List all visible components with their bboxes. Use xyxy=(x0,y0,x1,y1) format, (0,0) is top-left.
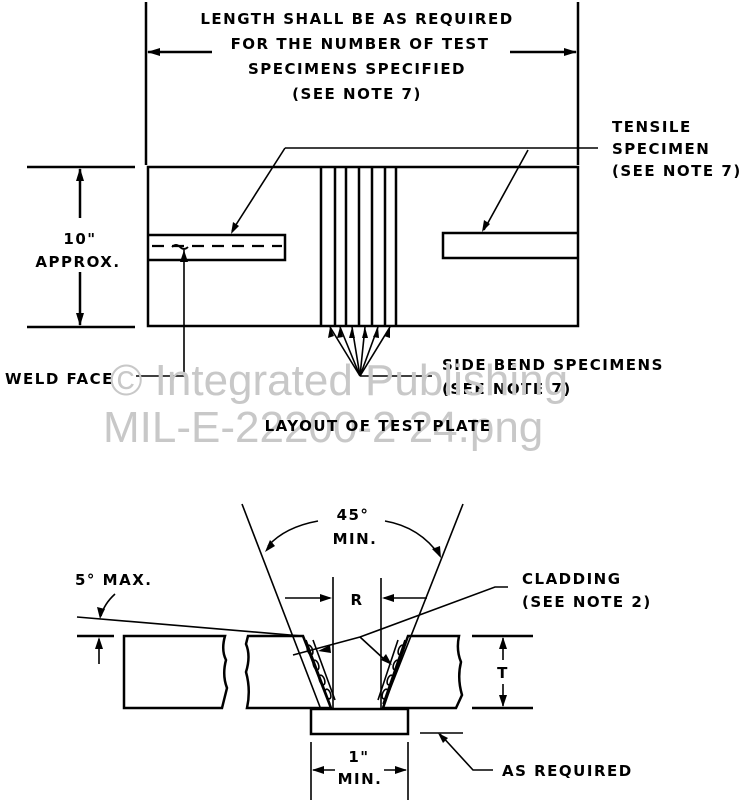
thickness-small-arrow xyxy=(95,637,103,649)
root-arrow-right xyxy=(382,594,394,602)
length-note-line-2: FOR THE NUMBER OF TEST xyxy=(231,35,490,53)
tensile-specimen-right xyxy=(441,231,577,260)
weld-face-label: WELD FACE xyxy=(5,370,114,388)
arrowhead-up xyxy=(76,168,84,181)
angle-arc-left xyxy=(267,520,319,547)
tensile-leader-left xyxy=(231,147,286,232)
side-bend-strips xyxy=(319,168,398,326)
angle-arrow-right xyxy=(432,546,441,558)
as-required-label: AS REQUIRED xyxy=(502,762,633,780)
max-angle-arrow xyxy=(97,607,105,619)
length-note-line-4: (SEE NOTE 7) xyxy=(292,85,422,103)
left-plate-piece-1 xyxy=(122,634,229,710)
tensile-leader-right xyxy=(483,149,529,231)
backing-arrow-right xyxy=(395,766,407,774)
cladding-arrow-left xyxy=(318,645,331,653)
backing-arrow-left xyxy=(312,766,324,774)
thickness-label: T xyxy=(497,664,509,682)
backing-width-label: 1" xyxy=(348,748,369,766)
max-angle-line xyxy=(76,616,303,637)
length-note-line-1: LENGTH SHALL BE AS REQUIRED xyxy=(200,10,513,28)
arrowhead-right xyxy=(564,48,577,56)
arrowhead-left xyxy=(147,48,160,56)
angle-arrow-left xyxy=(265,540,275,552)
cladding-leader-branch xyxy=(359,636,386,661)
weld-face-leader xyxy=(136,250,185,377)
side-bend-leaders xyxy=(328,326,432,377)
tensile-label-3: (SEE NOTE 7) xyxy=(612,162,742,180)
angle-arc-right xyxy=(384,520,441,557)
watermark-line-1: © Integrated Publishing xyxy=(110,356,568,405)
backing-bar xyxy=(309,707,410,736)
root-label: R xyxy=(350,591,363,609)
tensile-label-2: SPECIMEN xyxy=(612,140,710,158)
as-required-arrow xyxy=(438,733,448,743)
angle-label: 45° xyxy=(337,506,370,524)
max-angle-label: 5° MAX. xyxy=(75,571,152,589)
watermark-line-2: MIL-E-22200-2 24.png xyxy=(103,403,543,452)
tensile-arrow-left xyxy=(231,222,239,234)
left-plate-piece-2 xyxy=(244,634,333,710)
length-note-line-3: SPECIMENS SPECIFIED xyxy=(248,60,466,78)
height-approx-label: APPROX. xyxy=(35,253,120,271)
tensile-label-1: TENSILE xyxy=(612,118,692,136)
tensile-specimen-left xyxy=(149,233,287,262)
groove-line-left xyxy=(241,503,321,708)
test-plate-outline xyxy=(146,165,580,328)
arrowhead-down xyxy=(76,313,84,326)
root-arrow-left xyxy=(320,594,332,602)
cladding-leader xyxy=(292,586,508,656)
side-bend-note: (SEE NOTE 7) xyxy=(442,380,572,398)
right-plate xyxy=(381,634,464,710)
thickness-arrow-down xyxy=(499,695,507,707)
weld-symbol-icon xyxy=(171,244,189,250)
angle-min-label: MIN. xyxy=(333,530,378,548)
cladding-arrow-right xyxy=(381,654,392,665)
weld-face-arrow xyxy=(180,250,188,262)
tensile-arrow-right xyxy=(482,220,490,232)
backing-width-min-label: MIN. xyxy=(338,770,383,788)
as-required-leader xyxy=(439,733,493,771)
cladding-note: (SEE NOTE 2) xyxy=(522,593,652,611)
cladding-label: CLADDING xyxy=(522,570,622,588)
side-bend-label: SIDE BEND SPECIMENS xyxy=(442,356,664,374)
thickness-arrow-up xyxy=(499,637,507,649)
layout-caption: LAYOUT OF TEST PLATE xyxy=(265,417,492,435)
height-label: 10" xyxy=(63,230,96,248)
